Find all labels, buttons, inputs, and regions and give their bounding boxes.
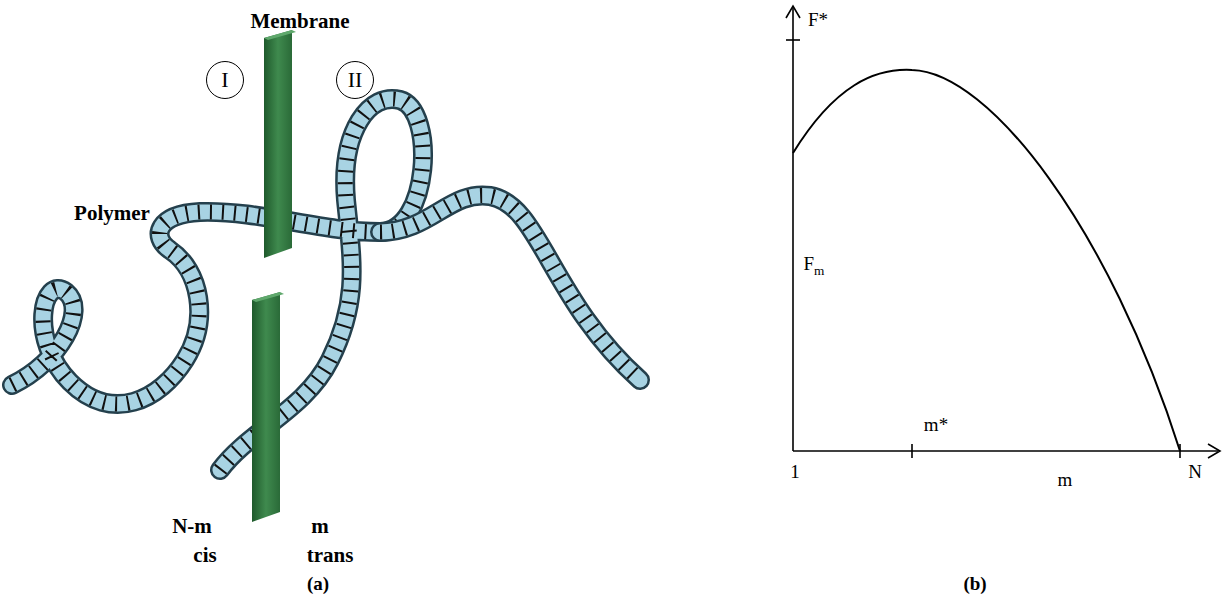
numeral-text: I [221,69,228,91]
axis-label: F* [808,10,828,31]
circled-numeral: II [336,61,374,99]
panel-label: (b) [963,574,986,595]
tick-label: 1 [790,462,800,483]
membrane-label: Membrane [250,10,349,33]
circled-numeral: I [206,61,244,99]
segment-count: m [311,515,329,538]
polymer-chain [12,99,640,470]
panel-label: (a) [307,574,329,595]
axis-label: Fm [804,254,825,278]
numeral-text: II [348,69,363,91]
tick-label: m* [924,415,948,436]
membrane-slab [252,30,296,522]
side-label: trans [307,544,354,567]
axis-label: m [1058,470,1073,491]
side-label: cis [193,544,216,567]
polymer-label: Polymer [74,202,150,225]
segment-count: N-m [172,515,212,538]
tick-label: N [1188,462,1202,483]
energy-chart [786,6,1220,458]
